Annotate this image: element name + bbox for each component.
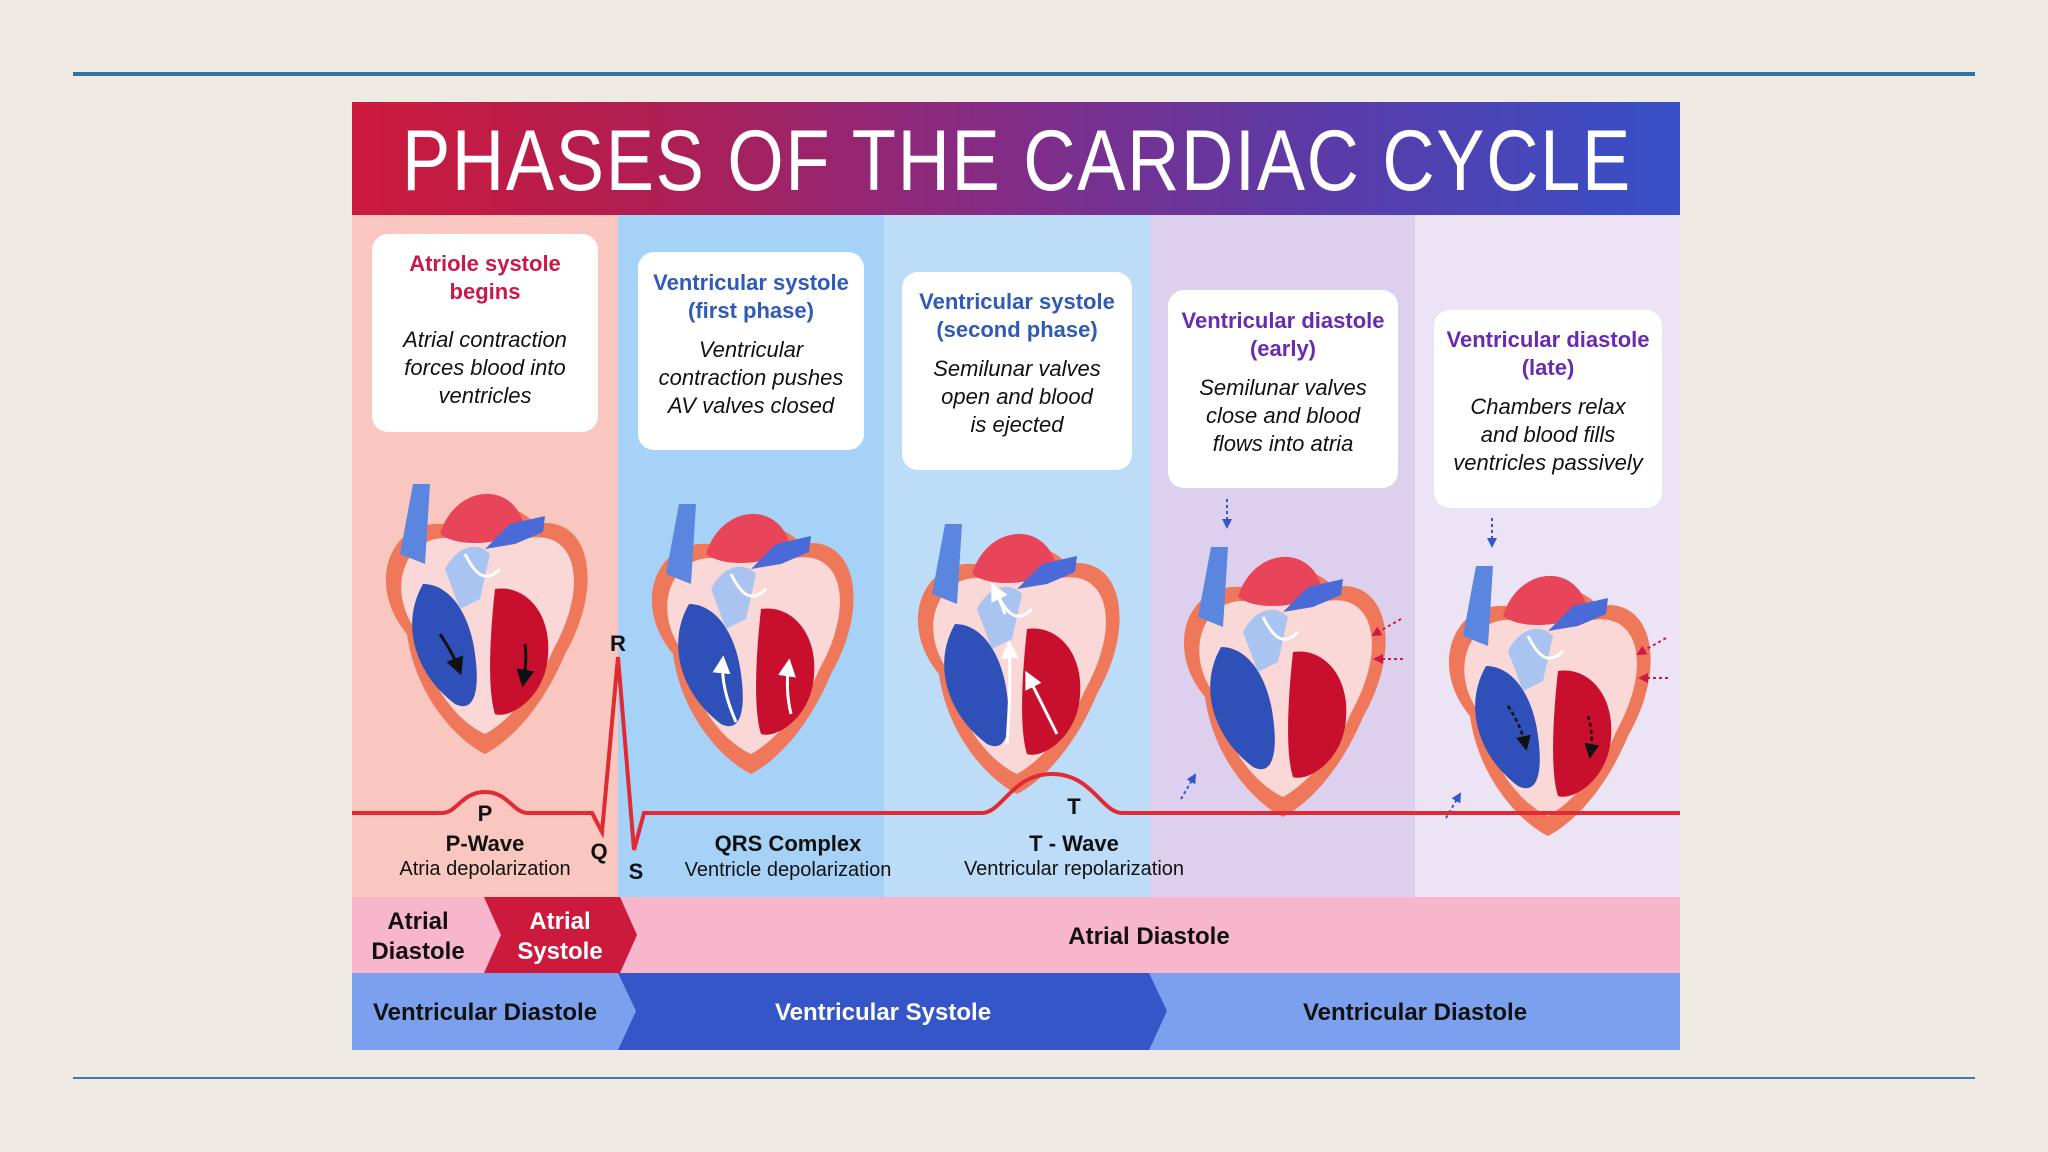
p-wave-description: Atria depolarization [399, 858, 570, 880]
bottom-divider-line [73, 1077, 1975, 1079]
phase-card-3: Ventricular systole (second phase) Semil… [902, 272, 1132, 470]
top-divider-line [73, 72, 1975, 76]
t-wave-label: T - Wave [1029, 831, 1119, 856]
heart-illustration-4 [1180, 499, 1403, 819]
title-banner [352, 102, 1680, 215]
page-title: PHASES OF THE CARDIAC CYCLE [402, 113, 1632, 209]
phase-card-1: Atriole systole begins Atrial contractio… [372, 234, 598, 432]
phase-card-2: Ventricular systole (first phase) Ventri… [638, 252, 864, 450]
t-wave-description: Ventricular repolarization [964, 858, 1184, 880]
phase-card-5-box [1434, 310, 1662, 508]
ecg-point-t: T [1067, 794, 1081, 819]
phase-card-2-box [638, 252, 864, 450]
phase-2-body-line-2: contraction pushes [659, 365, 844, 390]
phase-card-3-box [902, 272, 1132, 470]
phase-1-body-line-2: forces blood into [404, 355, 565, 380]
phase-5-title-line-1: Ventricular diastole [1447, 327, 1650, 352]
ecg-point-p: P [478, 801, 493, 826]
phase-4-body-line-2: close and blood [1206, 403, 1361, 428]
phase-card-1-box [372, 234, 598, 432]
atrial-diastole-label-1-line-1: Atrial [387, 908, 448, 935]
phase-card-4-box [1168, 290, 1398, 488]
atrial-systole-segment [484, 897, 637, 973]
cardiac-cycle-diagram: PHASES OF THE CARDIAC CYCLE Atriole syst… [352, 102, 1680, 1050]
phase-2-body-line-1: Ventricular [699, 337, 805, 362]
phase-5-body-line-3: ventricles passively [1453, 450, 1645, 475]
phase-1-title-line-2: begins [450, 279, 521, 304]
phase-card-5: Ventricular diastole (late) Chambers rel… [1434, 310, 1662, 508]
p-wave-label: P-Wave [446, 831, 525, 856]
phase-3-body-line-1: Semilunar valves [933, 356, 1101, 381]
phase-3-title-line-1: Ventricular systole [919, 289, 1115, 314]
phase-2-body-line-3: AV valves closed [666, 393, 835, 418]
atrial-diastole-label-1-line-2: Diastole [371, 938, 464, 965]
phase-2-title-line-1: Ventricular systole [653, 270, 849, 295]
ventricular-diastole-label-2: Ventricular Diastole [1303, 999, 1527, 1026]
phase-2-background [618, 102, 884, 897]
heart-illustration-3 [916, 522, 1122, 796]
heart-illustration-1 [384, 482, 590, 756]
phase-3-body-line-3: is ejected [971, 412, 1065, 437]
atrial-diastole-label-2: Atrial Diastole [1068, 923, 1229, 950]
phase-card-4: Ventricular diastole (early) Semilunar v… [1168, 290, 1398, 488]
phase-1-body-line-1: Atrial contraction [401, 327, 567, 352]
cardiac-cycle-figure: PHASES OF THE CARDIAC CYCLE Atriole syst… [352, 102, 1680, 1050]
phase-4-title-line-1: Ventricular diastole [1182, 308, 1385, 333]
heart-illustration-5 [1445, 518, 1668, 838]
phase-4-body-line-3: flows into atria [1213, 431, 1354, 456]
atrial-systole-label-line-2: Systole [517, 938, 602, 965]
heart-illustration-2 [650, 502, 856, 776]
phase-1-body-line-3: ventricles [439, 383, 532, 408]
ventricular-systole-segment [618, 973, 1167, 1050]
ventricular-systole-label: Ventricular Systole [775, 999, 991, 1026]
ecg-point-s: S [629, 859, 644, 884]
phase-3-body-line-2: open and blood [941, 384, 1093, 409]
phase-5-body-line-2: and blood fills [1481, 422, 1616, 447]
qrs-complex-label: QRS Complex [715, 831, 862, 856]
ventricular-diastole-label-1: Ventricular Diastole [373, 999, 597, 1026]
phase-5-title-line-2: (late) [1522, 355, 1575, 380]
qrs-complex-description: Ventricle depolarization [685, 859, 892, 881]
phase-4-body-line-1: Semilunar valves [1199, 375, 1367, 400]
phase-3-title-line-2: (second phase) [936, 317, 1097, 342]
phase-4-title-line-2: (early) [1250, 336, 1316, 361]
ecg-trace-line [352, 656, 1680, 851]
ecg-point-r: R [610, 631, 626, 656]
phase-2-title-line-2: (first phase) [688, 298, 814, 323]
atrial-systole-label-line-1: Atrial [529, 908, 590, 935]
ecg-point-q: Q [590, 839, 607, 864]
phase-5-body-line-1: Chambers relax [1470, 394, 1626, 419]
phase-1-title-line-1: Atriole systole [409, 251, 561, 276]
